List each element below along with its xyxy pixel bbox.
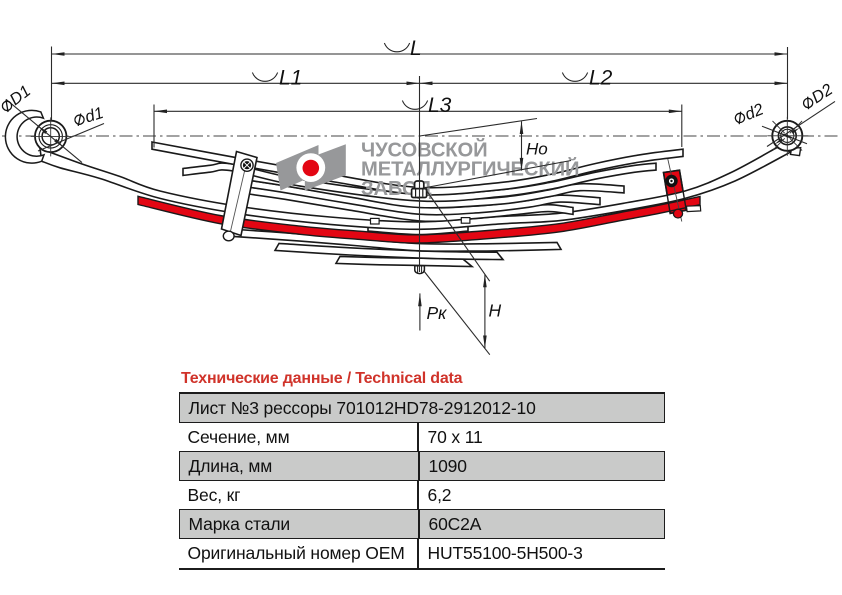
svg-text:L1: L1 <box>279 67 302 90</box>
svg-text:d2: d2 <box>742 100 766 124</box>
svg-text:L: L <box>410 37 422 60</box>
svg-text:d1: d1 <box>83 104 106 127</box>
svg-text:H: H <box>489 301 502 321</box>
svg-text:МЕТАЛЛУРГИЧЕСКИЙ: МЕТАЛЛУРГИЧЕСКИЙ <box>361 157 579 181</box>
svg-text:Рк: Рк <box>427 303 448 323</box>
svg-text:D1: D1 <box>6 82 34 109</box>
svg-text:ЧУСОВСКОЙ: ЧУСОВСКОЙ <box>361 137 488 161</box>
svg-text:L2: L2 <box>589 67 613 90</box>
svg-text:L3: L3 <box>428 94 452 117</box>
svg-text:Но: Но <box>526 140 548 159</box>
